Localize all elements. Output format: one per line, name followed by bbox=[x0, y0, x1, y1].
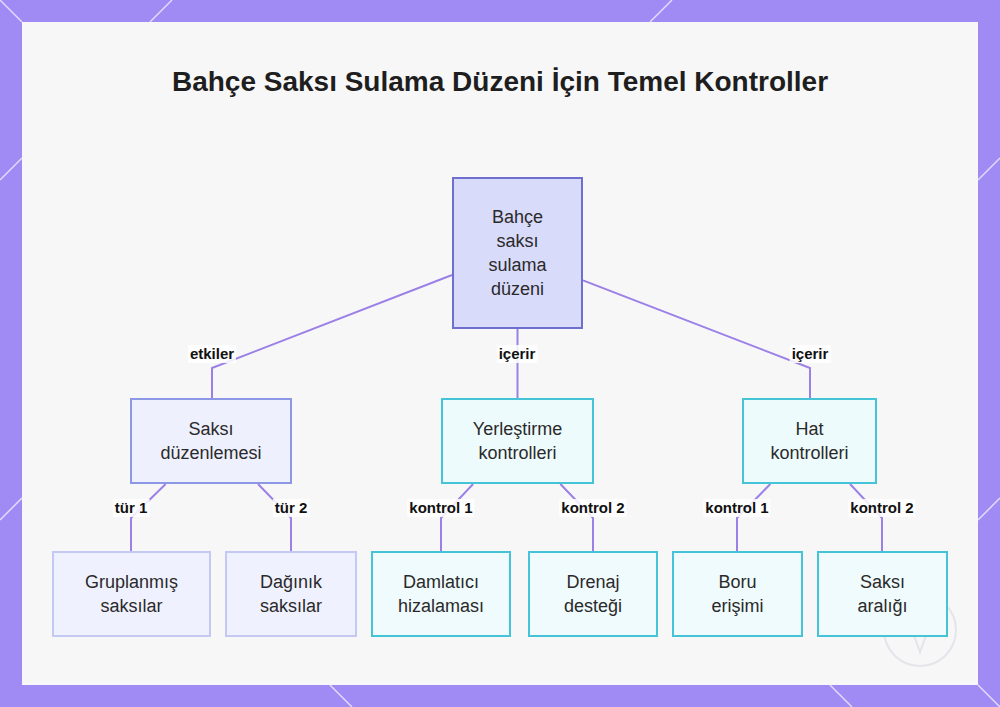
node-label: Saksı aralığı bbox=[837, 570, 928, 618]
connector-line bbox=[258, 484, 291, 551]
item-box: Dağınık saksılar bbox=[225, 551, 357, 637]
edge-label: kontrol 1 bbox=[703, 499, 770, 517]
node-label: Drenaj desteği bbox=[548, 570, 638, 618]
edge-label: tür 2 bbox=[273, 499, 310, 517]
item-box: Damlatıcı hizalaması bbox=[371, 551, 511, 637]
connector-line bbox=[441, 484, 473, 551]
item-box: Gruplanmış saksılar bbox=[52, 551, 211, 637]
edge-label: etkiler bbox=[188, 345, 236, 363]
node-label: Dağınık saksılar bbox=[241, 570, 341, 618]
connector-line bbox=[737, 484, 770, 551]
root-box: Bahçe saksı sulama düzeni bbox=[452, 177, 583, 329]
diagram-title: Bahçe Saksı Sulama Düzeni İçin Temel Kon… bbox=[150, 60, 850, 104]
connector-line bbox=[212, 275, 452, 398]
node-label: Yerleştirme kontrolleri bbox=[461, 417, 574, 465]
connector-line bbox=[850, 484, 882, 551]
item-box: Drenaj desteği bbox=[528, 551, 658, 637]
node-label: Hat kontrolleri bbox=[762, 417, 857, 465]
edge-label: içerir bbox=[497, 345, 538, 363]
control-box: Hat kontrolleri bbox=[742, 398, 877, 484]
control-box: Yerleştirme kontrolleri bbox=[441, 398, 594, 484]
connector-line bbox=[583, 280, 810, 398]
item-box: Saksı aralığı bbox=[817, 551, 948, 637]
node-label: Damlatıcı hizalaması bbox=[386, 570, 496, 618]
category-box: Saksı düzenlemesi bbox=[130, 398, 292, 484]
node-label: Bahçe saksı sulama düzeni bbox=[478, 205, 558, 301]
edge-label: kontrol 1 bbox=[407, 499, 474, 517]
item-box: Boru erişimi bbox=[672, 551, 803, 637]
edge-label: kontrol 2 bbox=[559, 499, 626, 517]
node-label: Gruplanmış saksılar bbox=[72, 570, 191, 618]
connector-line bbox=[131, 484, 166, 551]
connector-line bbox=[560, 484, 593, 551]
edge-label: içerir bbox=[790, 345, 831, 363]
node-label: Boru erişimi bbox=[692, 570, 783, 618]
edge-label: tür 1 bbox=[113, 499, 150, 517]
node-label: Saksı düzenlemesi bbox=[150, 417, 272, 465]
connector-line bbox=[517, 329, 519, 398]
edge-label: kontrol 2 bbox=[848, 499, 915, 517]
